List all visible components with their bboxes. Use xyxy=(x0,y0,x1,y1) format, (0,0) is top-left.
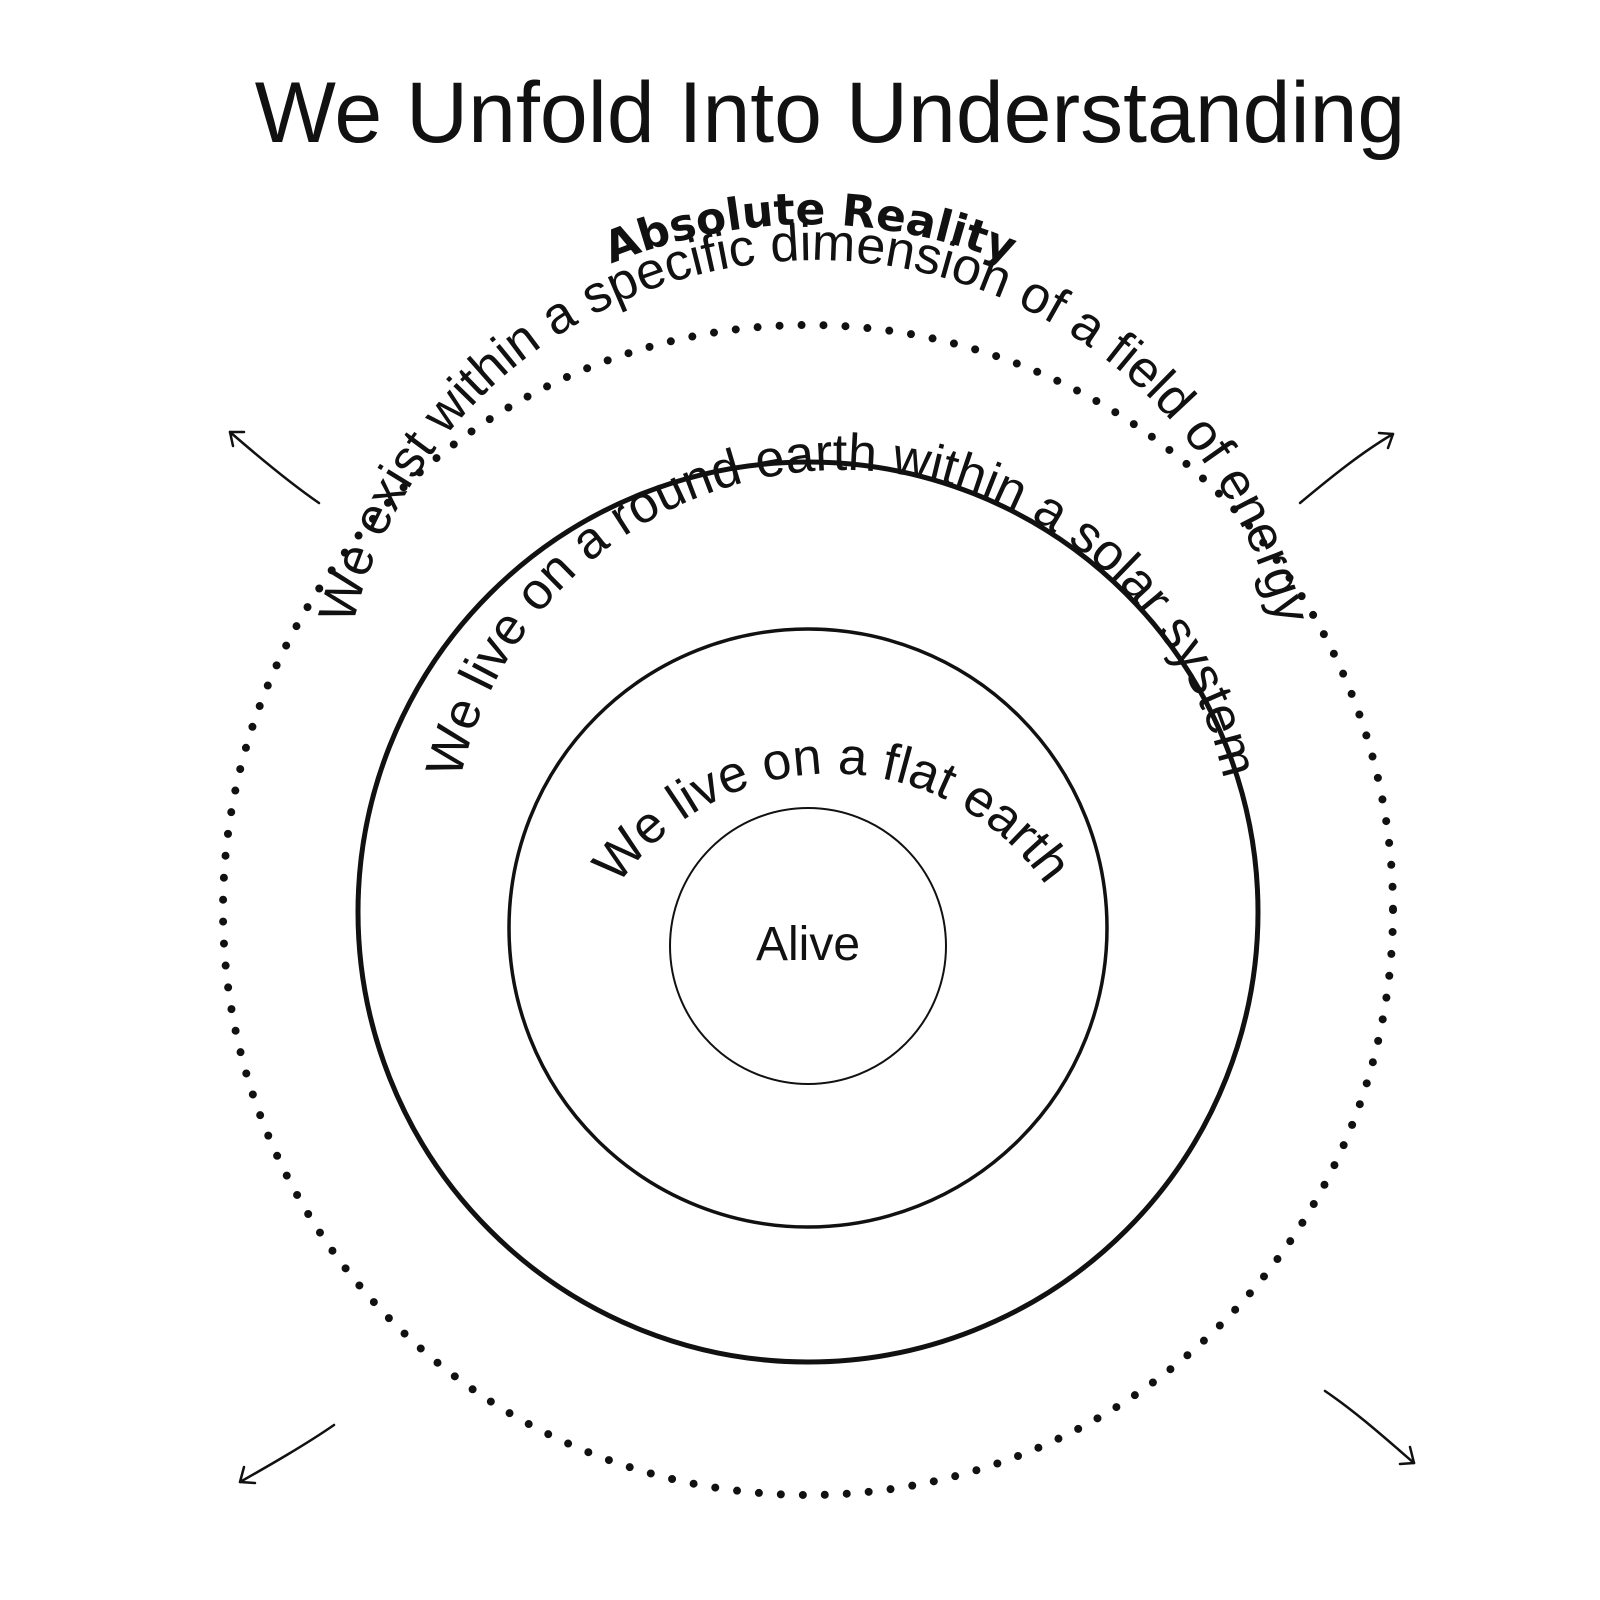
arrow-up-right-icon xyxy=(1298,431,1395,505)
page-title: We Unfold Into Understanding xyxy=(255,65,1406,161)
arrow-down-right-icon xyxy=(1323,1389,1416,1466)
solar-system-ring xyxy=(355,459,1261,1365)
flat-earth-ring xyxy=(507,627,1109,1229)
outer-dotted-ring xyxy=(219,321,1397,1499)
field-of-energy-label: We exist within a specific dimension of … xyxy=(308,214,1322,629)
arrow-up-left-icon xyxy=(228,430,321,505)
alive-circle xyxy=(669,807,947,1085)
arrow-down-left-icon xyxy=(238,1423,336,1485)
alive-label: Alive xyxy=(756,918,860,971)
